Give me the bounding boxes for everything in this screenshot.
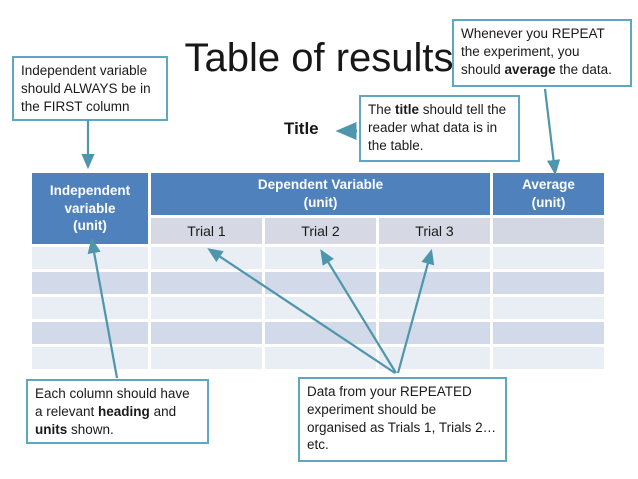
header-line: (unit): [73, 218, 107, 234]
callout-title-note: The title should tell the reader what da…: [359, 95, 520, 162]
callout-text: The: [368, 102, 396, 117]
table-cell: [379, 347, 490, 369]
header-independent-variable: Independent variable (unit): [32, 173, 148, 244]
callout-text: and: [149, 403, 177, 419]
header-line: Average: [522, 177, 575, 193]
table-cell: [151, 347, 262, 369]
callout-text: Whenever you REPEAT the experiment, you …: [461, 26, 605, 77]
table-cell: [493, 347, 604, 369]
table-cell: [32, 322, 148, 344]
table-cell: [32, 347, 148, 369]
table-cell: [379, 272, 490, 294]
table-cell: [32, 247, 148, 269]
table-cell: [265, 322, 376, 344]
callout-independent-first-column: Independent variable should ALWAYS be in…: [12, 56, 168, 122]
table-cell: [151, 322, 262, 344]
header-trial-1: Trial 1: [151, 218, 262, 244]
header-dependent-variable: Dependent Variable (unit): [151, 173, 490, 215]
callout-text: should tell the reader what data is in t…: [368, 102, 507, 153]
callout-text-bold: heading: [98, 403, 150, 419]
table-cell: [151, 272, 262, 294]
table-cell: [493, 272, 604, 294]
table-title-label: Title: [284, 119, 319, 138]
table-cell: [379, 247, 490, 269]
table-cell: [265, 297, 376, 319]
page-title: Table of results: [184, 36, 454, 80]
table-cell: [379, 322, 490, 344]
callout-text: the data.: [555, 61, 612, 77]
header-line: (unit): [303, 195, 338, 210]
callout-repeated-trials: Data from your REPEATED experiment shoul…: [298, 377, 507, 462]
table-cell: [151, 297, 262, 319]
callout-text-bold: average: [504, 61, 556, 77]
table-cell: [32, 272, 148, 294]
callout-text-bold: title: [395, 102, 420, 117]
header-line: Independent: [49, 183, 131, 199]
table-cell: [151, 247, 262, 269]
table-cell: [265, 247, 376, 269]
callout-text: Independent variable should ALWAYS be in…: [21, 63, 151, 114]
table-cell: [265, 347, 376, 369]
callout-text: Each column should have a relevant: [35, 386, 190, 419]
table-cell: [379, 297, 490, 319]
table-cell: [493, 247, 604, 269]
callout-heading-units: Each column should have a relevant headi…: [26, 379, 209, 445]
table-cell: [32, 297, 148, 319]
callout-text-bold: units: [35, 421, 68, 437]
table-cell: [493, 297, 604, 319]
arrow-to-average-header-icon: [543, 88, 561, 176]
callout-text: Data from your REPEATED experiment shoul…: [307, 384, 497, 453]
header-line: variable: [64, 200, 116, 216]
header-trial-3: Trial 3: [379, 218, 490, 244]
header-line: (unit): [531, 195, 566, 210]
table-cell-empty: [493, 218, 604, 244]
callout-repeat-average: Whenever you REPEAT the experiment, you …: [452, 19, 632, 87]
table-cell: [493, 322, 604, 344]
table-cell: [265, 272, 376, 294]
results-table: Independent variable (unit) Dependent Va…: [32, 173, 604, 369]
header-line: Dependent Variable: [257, 177, 384, 193]
header-average: Average (unit): [493, 173, 604, 215]
header-trial-2: Trial 2: [265, 218, 376, 244]
callout-text: shown.: [67, 421, 114, 437]
